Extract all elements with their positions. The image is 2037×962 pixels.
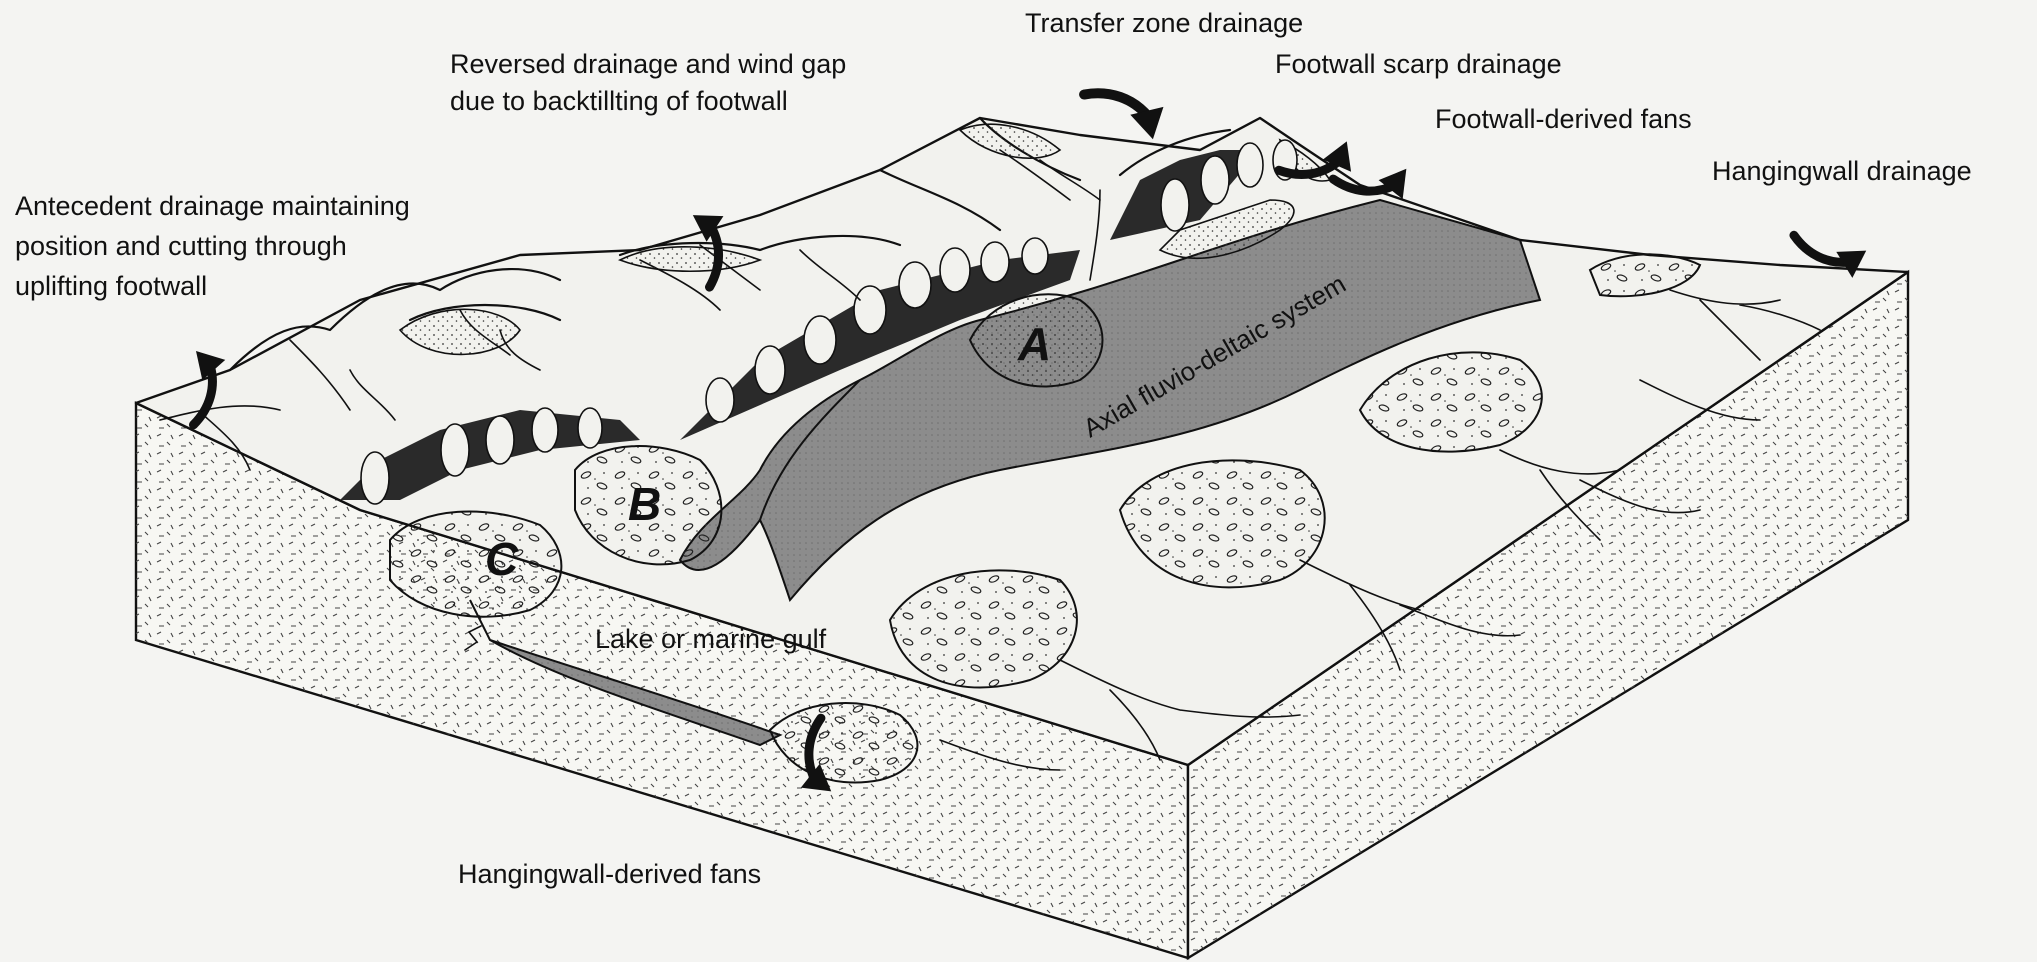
label-antecedent-3: uplifting footwall <box>15 271 207 301</box>
label-footwall-fans: Footwall-derived fans <box>1435 104 1692 134</box>
fan-label-a: A <box>1017 318 1051 370</box>
fan-c: C <box>390 511 561 616</box>
label-transfer-zone: Transfer zone drainage <box>1025 8 1303 38</box>
fan-label-c: C <box>485 533 519 585</box>
label-reversed-drainage-2: due to backtillting of footwall <box>450 86 788 116</box>
label-footwall-scarp: Footwall scarp drainage <box>1275 49 1562 79</box>
label-antecedent-2: position and cutting through <box>15 231 347 261</box>
label-hangingwall-fans: Hangingwall-derived fans <box>458 859 761 889</box>
label-lake: Lake or marine gulf <box>595 624 827 654</box>
fan-label-b: B <box>628 478 661 530</box>
label-reversed-drainage-1: Reversed drainage and wind gap <box>450 49 846 79</box>
label-hangingwall-drainage: Hangingwall drainage <box>1712 156 1972 186</box>
label-antecedent-1: Antecedent drainage maintaining <box>15 191 410 221</box>
